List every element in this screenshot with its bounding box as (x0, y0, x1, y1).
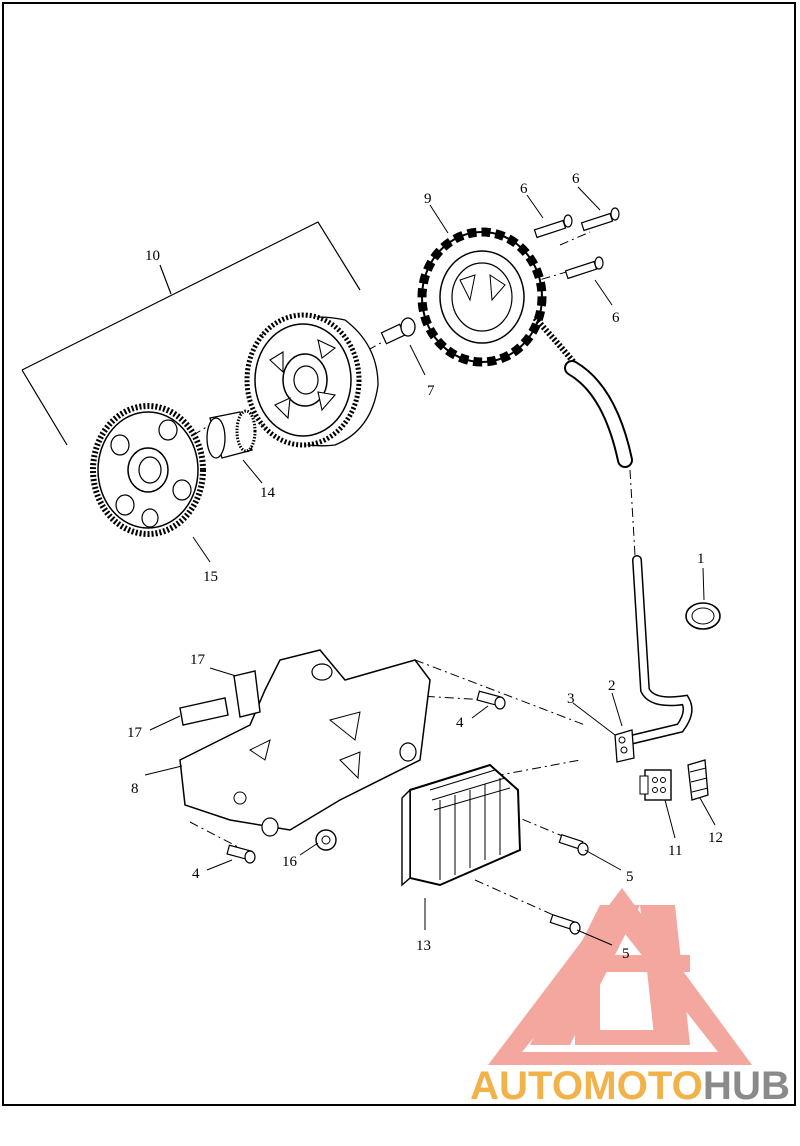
callout-4-upper: 4 (456, 715, 464, 731)
callout-6-c: 6 (612, 310, 620, 326)
part-2-3-clip (614, 729, 635, 763)
part-14-bearing (206, 409, 257, 459)
callout-2: 2 (608, 678, 616, 694)
watermark-moto: MOTO (583, 1064, 703, 1108)
part-15-ring-gear (90, 403, 206, 537)
watermark-text: AUTOMOTOHUB (470, 1064, 790, 1108)
callout-6-a: 6 (520, 181, 528, 197)
callout-15: 15 (203, 569, 218, 585)
callout-labels: 1 2 3 4 4 5 5 6 6 6 7 8 9 10 11 12 13 14… (127, 171, 723, 962)
callout-3: 3 (567, 691, 575, 707)
part-9-stator (417, 227, 633, 468)
callout-9: 9 (424, 191, 432, 207)
callout-1: 1 (697, 551, 705, 567)
callout-4-lower: 4 (192, 866, 200, 882)
callout-11: 11 (668, 843, 682, 859)
callout-5-upper: 5 (626, 869, 634, 885)
callout-5-lower: 5 (622, 946, 630, 962)
part-16-nut (315, 829, 337, 851)
callout-17-top: 17 (190, 652, 206, 668)
part-17-pads (179, 670, 261, 726)
watermark-auto: AUTO (470, 1064, 583, 1108)
callout-17-left: 17 (127, 725, 143, 741)
part-11-connector (639, 769, 672, 801)
callout-8: 8 (131, 781, 139, 797)
part-13-regulator (401, 763, 522, 887)
bracket-10 (21, 221, 361, 446)
wire-harness (625, 555, 693, 745)
leader-lines (144, 186, 716, 946)
part-1-grommet (685, 602, 721, 630)
callout-7: 7 (427, 383, 435, 399)
part-7-bolt (380, 317, 416, 345)
callout-12: 12 (708, 830, 723, 846)
callout-6-b: 6 (572, 171, 580, 187)
part-8-bracket (179, 649, 431, 837)
part-12-lock (687, 759, 709, 801)
callout-10: 10 (145, 248, 160, 264)
watermark-logo (488, 888, 752, 1065)
part-10-rotor (244, 312, 379, 448)
part-4-bolts (226, 690, 506, 864)
callout-13: 13 (416, 938, 431, 954)
diagram-frame (2, 2, 796, 1106)
callout-14: 14 (260, 485, 276, 501)
callout-16: 16 (282, 854, 298, 870)
part-5-bolts (549, 834, 589, 935)
watermark-hub: HUB (703, 1064, 790, 1108)
part-6-bolts (533, 207, 620, 280)
